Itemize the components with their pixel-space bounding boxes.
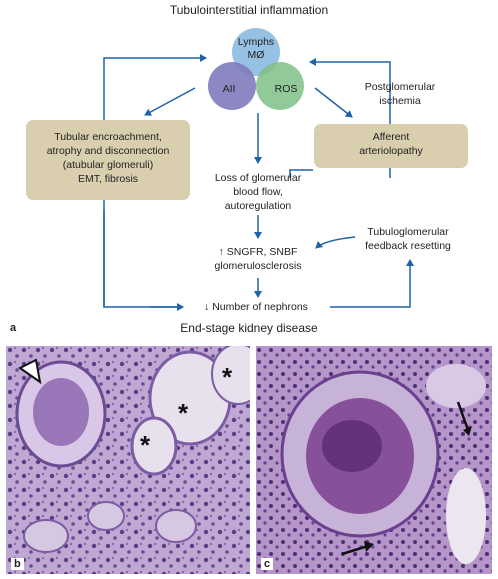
arrowhead-marker (18, 358, 42, 385)
asterisk-2: * (178, 398, 189, 428)
diagram-arrows (103, 28, 414, 311)
panel-b-label: b (11, 558, 24, 570)
micrograph-b-texture (6, 346, 250, 574)
arrow-nephrons-to-tgf (330, 259, 414, 308)
arrow-venn-to-left-box (144, 87, 196, 116)
left-box-line-1: Tubular encroachment, (54, 131, 162, 143)
diagram-title: Tubulointerstitial inflammation (169, 3, 329, 17)
venn-label-top: Lymphs (237, 36, 275, 48)
nephrons-label: ↓ Number of nephrons (204, 301, 308, 313)
arrow-marker-1 (456, 401, 470, 431)
venn-circle-right (256, 62, 304, 110)
cyst-2 (130, 416, 178, 476)
loss-line-2: blood flow, (233, 186, 283, 198)
venn-label-left: AII (222, 83, 236, 95)
tgf-line-2: feedback resetting (365, 240, 451, 252)
asterisk-3: * (140, 430, 151, 460)
left-box-line-4: EMT, fibrosis (77, 173, 139, 185)
venn-label-right: ROS (274, 83, 298, 95)
right-box-line-2: arteriolopathy (359, 145, 423, 157)
panel-a-label: a (9, 322, 17, 334)
postglomerular-line-1: Postglomerular (364, 81, 436, 93)
left-box (26, 120, 190, 200)
loss-line-1: Loss of glomerular (214, 172, 302, 184)
sngfr-line-1: ↑ SNGFR, SNBF (218, 246, 298, 258)
arrow-tgf-to-sngfr (315, 236, 356, 249)
loss-line-3: autoregulation (224, 200, 292, 212)
micrograph-c-texture (256, 346, 492, 574)
postglomerular-line-2: ischemia (379, 95, 421, 107)
left-box-line-3: (atubular glomeruli) (62, 159, 154, 171)
arrow-venn-to-right-box (314, 87, 353, 118)
sngfr-line-2: glomerulosclerosis (214, 260, 302, 272)
panel-c-label: c (261, 558, 274, 570)
space-right (446, 468, 486, 564)
arrow-right-box-to-loss (289, 169, 313, 178)
right-box-line-1: Afferent (372, 131, 410, 143)
footer-title: End-stage kidney disease (180, 321, 318, 335)
venn-circle-left (208, 62, 256, 110)
micrograph-c: c (256, 346, 492, 574)
venn-circle-top (232, 28, 280, 76)
cyst-3 (211, 346, 250, 405)
arrow-marker-2 (341, 544, 369, 556)
asterisk-1: * (222, 362, 233, 392)
micrograph-b: * * * b (6, 346, 250, 574)
tgf-line-1: Tubuloglomerular (367, 226, 449, 238)
venn-label-top2: MØ (247, 49, 265, 61)
right-box (314, 124, 468, 168)
left-box-line-2: atrophy and disconnection (46, 145, 170, 157)
